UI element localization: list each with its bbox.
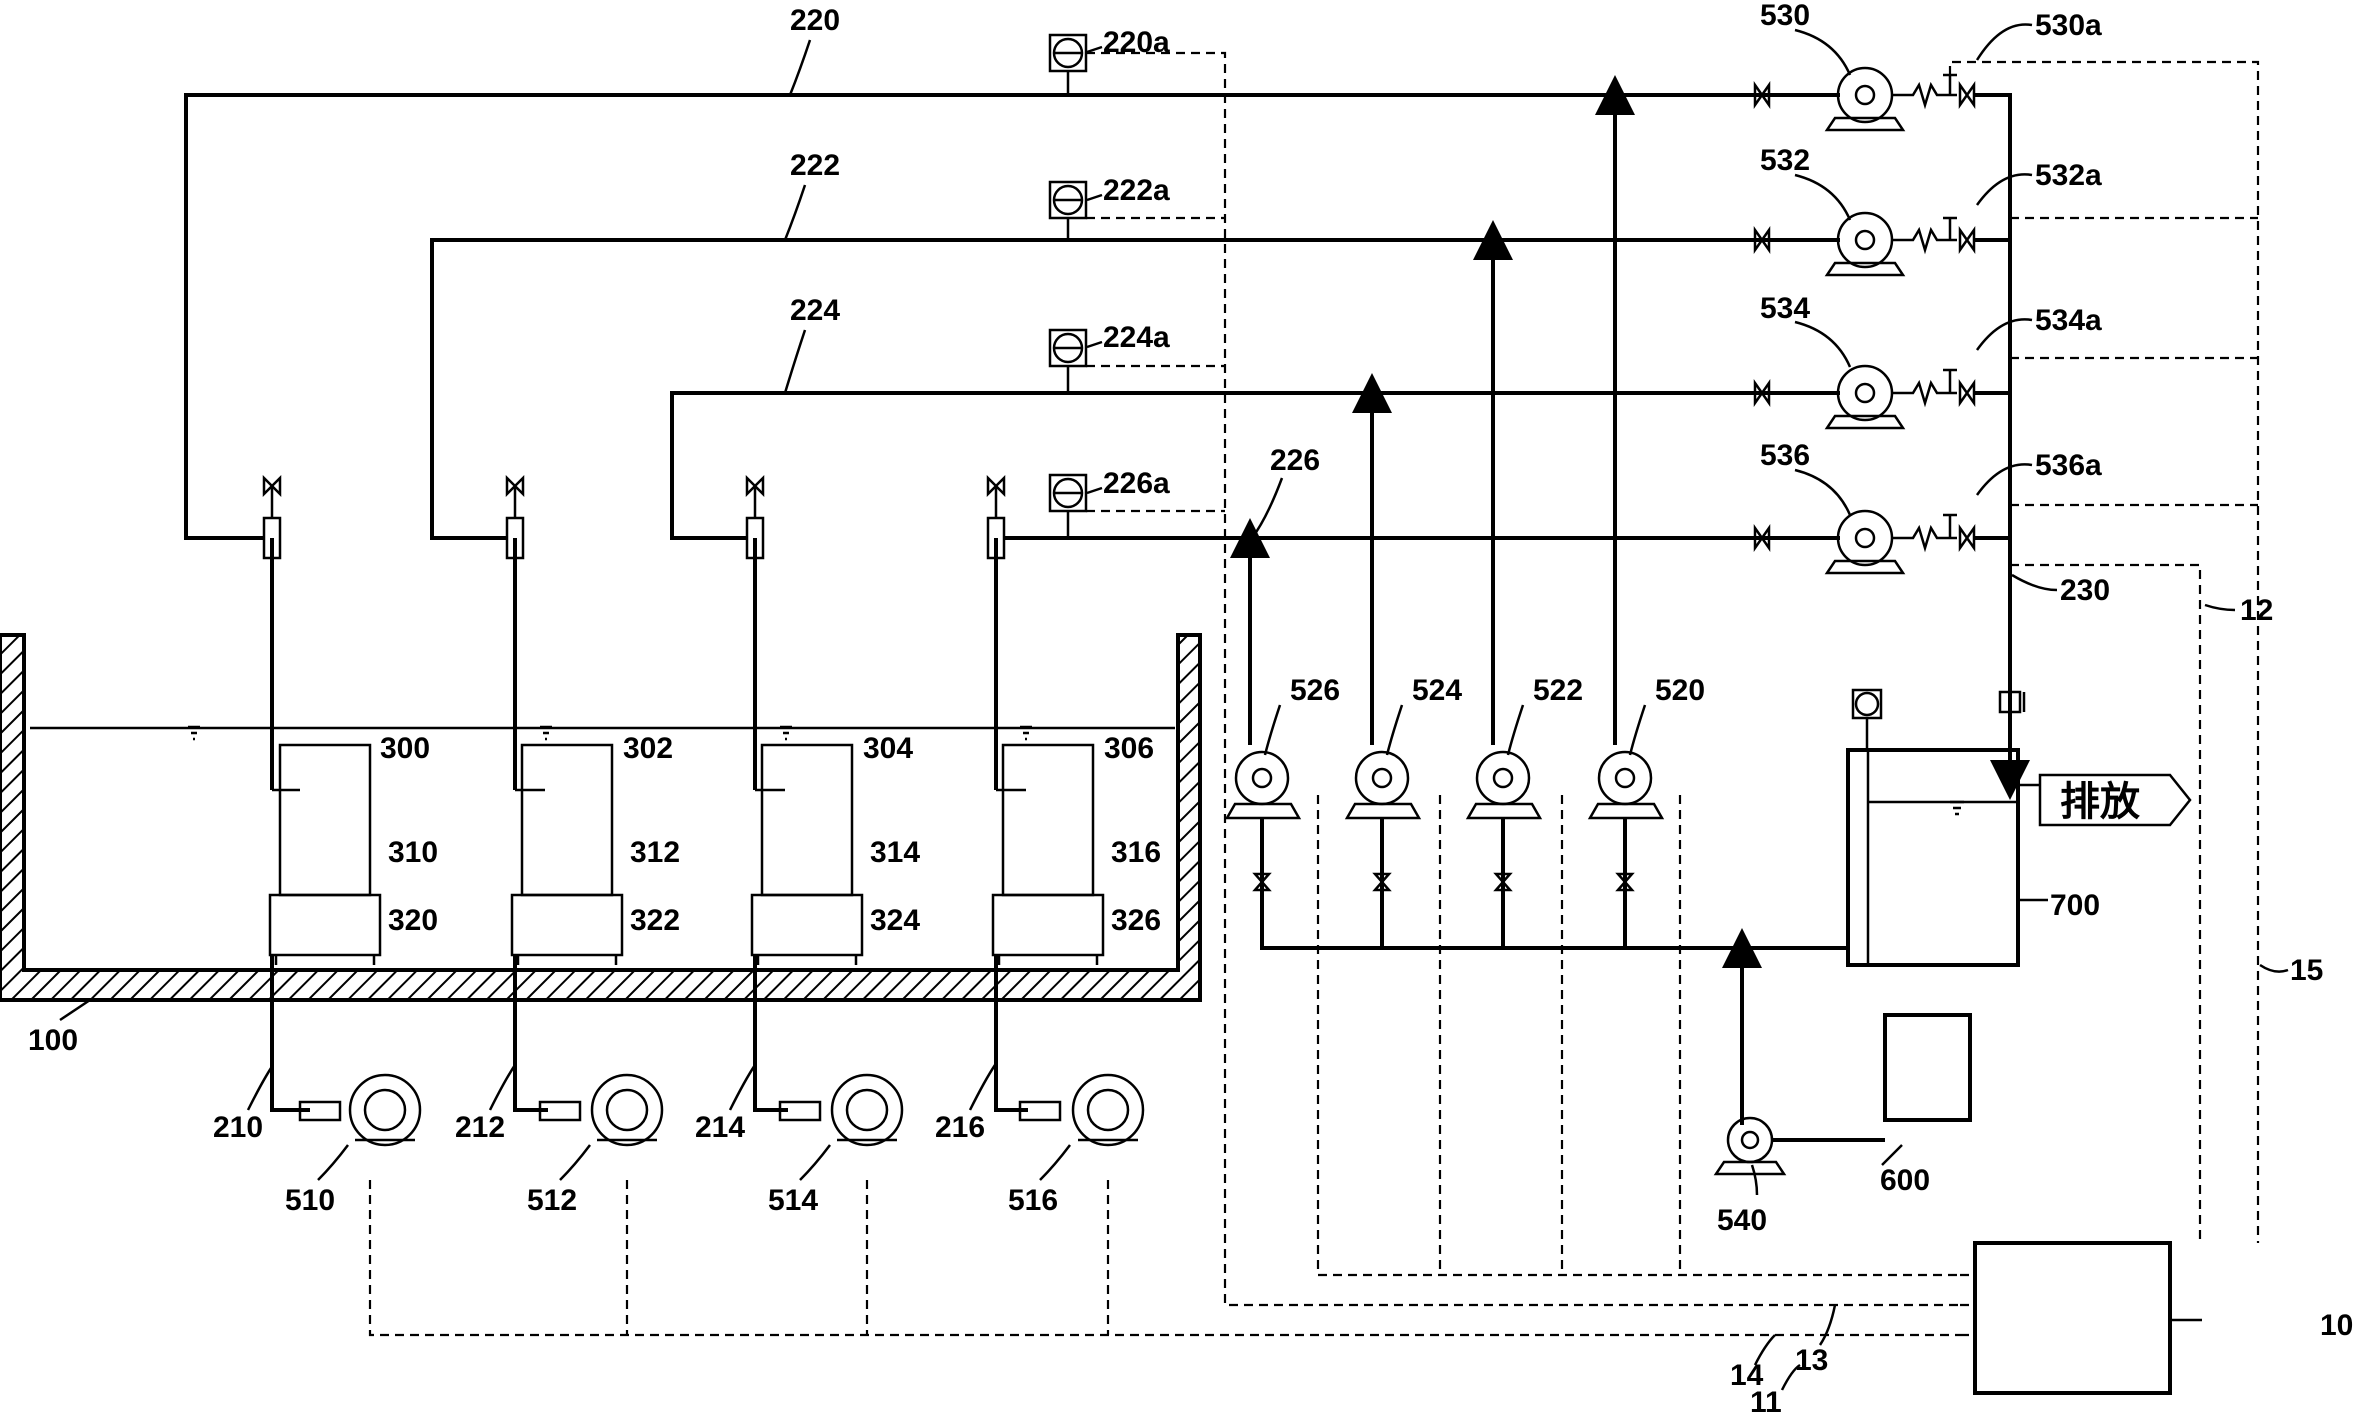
pressure-gauge-220a — [1048, 33, 1960, 1307]
label-326: 326 — [1111, 904, 1161, 937]
pump-526 — [1224, 750, 1302, 820]
reference-labels: 220 222 224 226 220a 222a 224a 226a 530 … — [28, 0, 2353, 1413]
backwash-risers — [1230, 75, 1635, 745]
module-top-fittings — [262, 474, 1006, 560]
label-300: 300 — [380, 732, 430, 765]
label-524: 524 — [1412, 674, 1462, 707]
label-14: 14 — [1730, 1359, 1764, 1392]
air-blowers — [270, 955, 1145, 1147]
suction-pumps — [1753, 66, 2030, 800]
leader-lines — [59, 23, 2289, 1391]
pump-522 — [1465, 750, 1543, 820]
label-220: 220 — [790, 4, 840, 37]
pressure-gauge-224a — [1048, 328, 1225, 393]
membrane-module-304 — [750, 538, 864, 965]
label-212: 212 — [455, 1111, 505, 1144]
label-510: 510 — [285, 1184, 335, 1217]
pump-524 — [1344, 750, 1422, 820]
pump-534 — [1753, 364, 1976, 430]
label-324: 324 — [870, 904, 920, 937]
label-600: 600 — [1880, 1164, 1930, 1197]
label-526: 526 — [1290, 674, 1340, 707]
label-222: 222 — [790, 149, 840, 182]
label-530a: 530a — [2035, 9, 2102, 42]
label-536a: 536a — [2035, 449, 2102, 482]
membrane-module-306 — [991, 538, 1105, 965]
label-11: 11 — [1750, 1386, 1782, 1413]
label-522: 522 — [1533, 674, 1583, 707]
line-220 — [184, 93, 1840, 540]
label-216: 216 — [935, 1111, 985, 1144]
reaction-tank — [0, 633, 1202, 1002]
label-536: 536 — [1760, 439, 1810, 472]
pressure-gauge-222a — [1048, 180, 1225, 240]
label-532a: 532a — [2035, 159, 2102, 192]
discharge-label: 排放 — [2060, 779, 2140, 825]
label-532: 532 — [1760, 144, 1810, 177]
treated-water-tank — [1846, 688, 2192, 967]
label-220a: 220a — [1103, 26, 1170, 59]
pump-520 — [1587, 750, 1665, 820]
backwash-pumps — [1224, 750, 1960, 1277]
label-700: 700 — [2050, 889, 2100, 922]
label-322: 322 — [630, 904, 680, 937]
label-310: 310 — [388, 836, 438, 869]
label-226a: 226a — [1103, 467, 1170, 500]
pump-536 — [1753, 509, 1976, 575]
label-224: 224 — [790, 294, 840, 327]
line-222 — [430, 238, 1840, 540]
label-530: 530 — [1760, 0, 1810, 32]
pump-532 — [1753, 211, 1976, 277]
label-314: 314 — [870, 836, 920, 869]
label-306: 306 — [1104, 732, 1154, 765]
label-226: 226 — [1270, 444, 1320, 477]
label-540: 540 — [1717, 1204, 1767, 1237]
label-222a: 222a — [1103, 174, 1170, 207]
line-224 — [670, 391, 1840, 540]
label-13: 13 — [1795, 1344, 1828, 1377]
label-230: 230 — [2060, 574, 2110, 607]
label-304: 304 — [863, 732, 913, 765]
label-534: 534 — [1760, 292, 1810, 325]
controller — [368, 1180, 2172, 1395]
chemical-dosing — [1713, 1013, 1972, 1176]
label-516: 516 — [1008, 1184, 1058, 1217]
discharge-arrow — [2038, 773, 2192, 827]
label-534a: 534a — [2035, 304, 2102, 337]
label-224a: 224a — [1103, 321, 1170, 354]
valve-signal-lines — [1948, 60, 2260, 1243]
label-100: 100 — [28, 1024, 78, 1057]
label-210: 210 — [213, 1111, 263, 1144]
label-302: 302 — [623, 732, 673, 765]
water-level-symbols — [188, 725, 1032, 741]
pressure-gauge-226a — [1048, 473, 1225, 538]
membrane-module-302 — [510, 538, 624, 965]
label-214: 214 — [695, 1111, 745, 1144]
membrane-module-300 — [268, 538, 382, 965]
label-312: 312 — [630, 836, 680, 869]
pump-530 — [1753, 66, 1976, 132]
label-512: 512 — [527, 1184, 577, 1217]
label-520: 520 — [1655, 674, 1705, 707]
label-320: 320 — [388, 904, 438, 937]
label-15: 15 — [2290, 954, 2323, 987]
label-514: 514 — [768, 1184, 818, 1217]
label-12: 12 — [2240, 594, 2273, 627]
label-10: 10 — [2320, 1309, 2353, 1342]
label-316: 316 — [1111, 836, 1161, 869]
